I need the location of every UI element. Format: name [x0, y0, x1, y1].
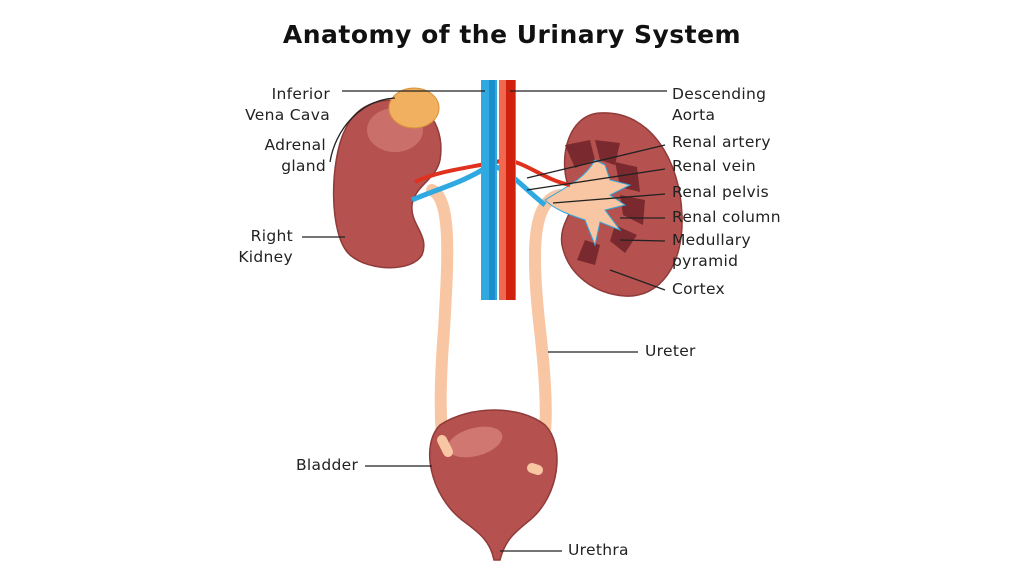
label-ureter: Ureter — [645, 342, 696, 360]
diagram-title: Anatomy of the Urinary System — [282, 20, 742, 49]
adrenal-gland — [388, 87, 440, 129]
label-renal-column: Renal column — [672, 208, 781, 226]
label-bladder: Bladder — [296, 456, 359, 474]
label-renal-artery: Renal artery — [672, 133, 771, 151]
label-renal-vein: Renal vein — [672, 157, 757, 175]
medullary-pyramids — [565, 140, 645, 265]
right-ureter — [426, 184, 454, 446]
label-renal-pelvis: Renal pelvis — [672, 183, 770, 201]
leader-lines — [302, 90, 667, 552]
label-urethra: Urethra — [568, 541, 629, 559]
bladder-highlight — [447, 426, 503, 458]
label-cortex: Cortex — [672, 280, 725, 298]
